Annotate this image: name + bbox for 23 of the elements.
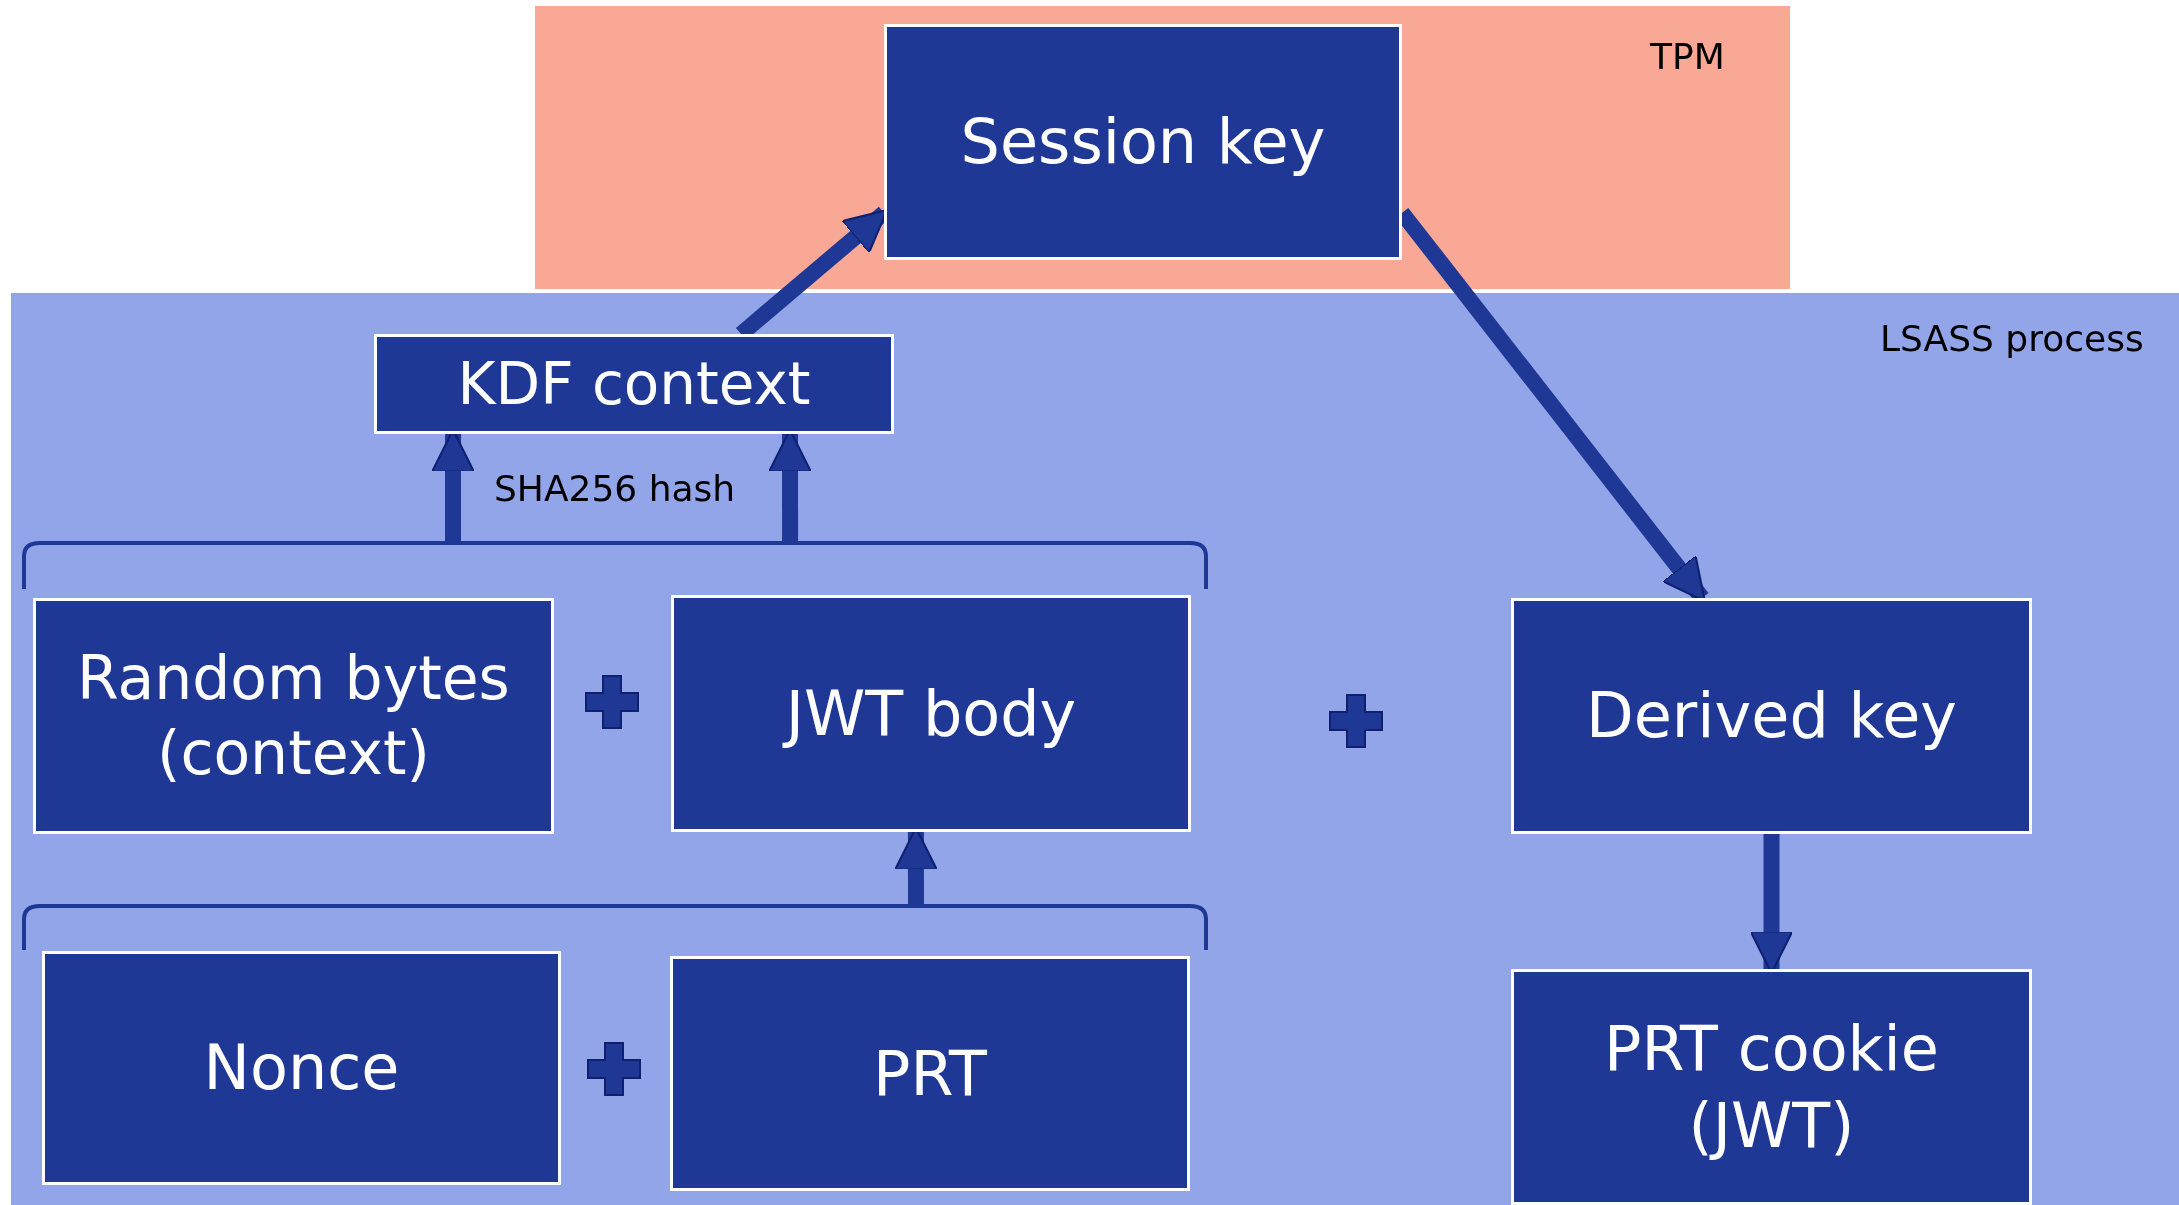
process-box: [670, 956, 1190, 1191]
process-box: [33, 598, 554, 834]
process-box: [1511, 969, 2032, 1205]
process-box: [671, 595, 1191, 832]
process-box: [884, 24, 1402, 260]
process-box: [42, 951, 561, 1185]
box-label: Derived key: [1585, 678, 1958, 755]
bracket: [22, 541, 1208, 590]
box-label: PRT cookie (JWT): [1603, 1010, 1940, 1164]
box-label: Nonce: [202, 1030, 401, 1107]
region-label: TPM: [1650, 36, 1725, 77]
box-label: Session key: [959, 104, 1327, 181]
tpm-region: [535, 6, 1790, 289]
box-label: JWT body: [775, 674, 1087, 753]
process-region: [11, 293, 2179, 1205]
box-label: KDF context: [456, 348, 812, 420]
box-label: Random bytes (context): [76, 642, 511, 790]
region-label: LSASS process: [1880, 318, 2144, 359]
hash-label: SHA256 hash: [494, 468, 736, 509]
bracket: [22, 904, 1208, 951]
process-box: [1511, 598, 2032, 834]
box-label: PRT: [872, 1035, 988, 1112]
process-box: [374, 334, 894, 434]
